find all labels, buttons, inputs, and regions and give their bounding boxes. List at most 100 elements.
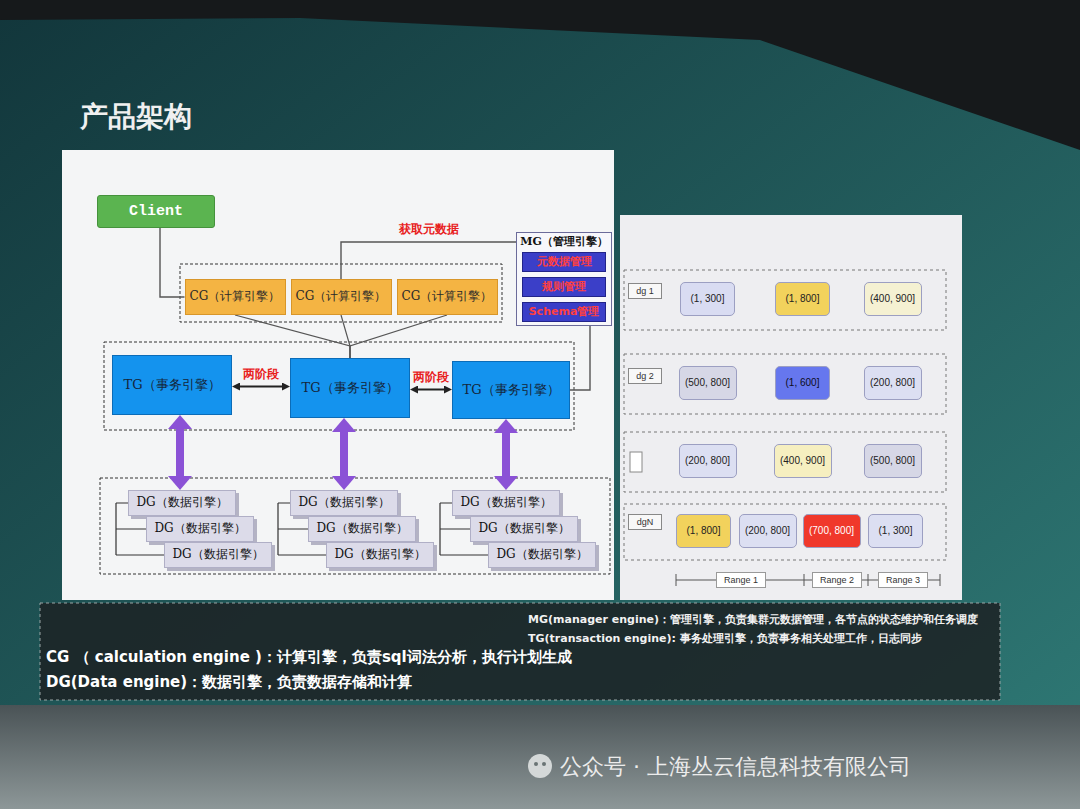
node-text: dg 1 — [636, 286, 654, 296]
edge-label: 获取元数据 — [398, 221, 460, 238]
node-text: (1, 300] — [879, 525, 913, 537]
range-row — [624, 432, 946, 492]
data-engine-box: DG（数据引擎） — [164, 542, 272, 568]
client-box: Client — [97, 195, 215, 228]
node-text: dg 2 — [636, 371, 654, 381]
transaction-engine-box: TG（事务引擎） — [290, 358, 410, 418]
right-panel — [620, 215, 962, 600]
node-text: TG（事务引擎） — [462, 383, 559, 398]
connector — [340, 432, 348, 476]
range-tag: Range 3 — [878, 572, 928, 588]
connector — [350, 315, 447, 358]
manager-module-box: 规则管理 — [522, 277, 606, 297]
range-box: (1, 300] — [680, 282, 735, 316]
dg-group — [100, 478, 610, 574]
node-text: DG（数据引擎） — [298, 496, 389, 510]
wechat-icon-eye — [534, 762, 538, 766]
data-engine-box: DG（数据引擎） — [146, 516, 254, 542]
range-box: (1, 800] — [775, 282, 830, 316]
range-box: (1, 800] — [676, 514, 731, 548]
range-box: (200, 800] — [864, 366, 922, 400]
connector — [160, 228, 185, 297]
slide-title: 产品架构 — [80, 98, 192, 136]
left-panel — [62, 150, 614, 600]
range-box: (400, 900] — [774, 444, 832, 478]
data-engine-box: DG（数据引擎） — [290, 490, 398, 516]
node-text: (400, 900] — [780, 455, 825, 467]
data-engine-box: DG（数据引擎） — [128, 490, 236, 516]
node-text: DG（数据引擎） — [334, 548, 425, 562]
range-row — [624, 354, 946, 414]
wechat-icon-eye — [542, 762, 546, 766]
connector — [418, 389, 444, 391]
connector — [235, 315, 350, 358]
connector — [570, 326, 590, 390]
legend-band — [40, 603, 1000, 700]
range-box: (1, 600] — [775, 366, 830, 400]
group-tag: dg 2 — [628, 368, 662, 384]
node-text: CG（计算引擎） — [402, 290, 493, 304]
data-engine-box: DG（数据引擎） — [470, 516, 578, 542]
range-row — [624, 270, 946, 330]
node-text: (500, 800] — [685, 377, 730, 389]
node-text: (200, 800] — [745, 525, 790, 537]
node-text: DG（数据引擎） — [316, 522, 407, 536]
node-text: (1, 300] — [691, 293, 725, 305]
range-row — [624, 504, 946, 560]
range-box: (200, 800] — [739, 514, 797, 548]
node-text: (400, 900] — [870, 293, 915, 305]
legend-note: CG （ calculation engine )：计算引擎，负责sql词法分析… — [46, 648, 572, 667]
range-box: (700, 800] — [803, 514, 861, 548]
connector — [341, 315, 350, 358]
node-text: MG（管理引擎） — [520, 236, 608, 249]
connector — [502, 433, 510, 476]
tg-group — [104, 342, 574, 430]
node-text: DG（数据引擎） — [154, 522, 245, 536]
empty-row-tag — [630, 452, 642, 472]
range-box: (500, 800] — [679, 366, 737, 400]
legend-note: DG(Data engine)：数据引擎，负责数据存储和计算 — [46, 673, 412, 692]
node-text: TG（事务引擎） — [301, 381, 398, 396]
connector — [176, 429, 184, 476]
legend-note: MG(manager engine)：管理引擎，负责集群元数据管理，各节点的状态… — [528, 612, 978, 627]
ceiling — [0, 0, 1080, 150]
node-text: 规则管理 — [542, 281, 586, 294]
calc-engine-box: CG（计算引擎） — [291, 279, 392, 315]
node-text: 元数据管理 — [537, 256, 592, 269]
range-box: (200, 800] — [679, 444, 737, 478]
data-engine-box: DG（数据引擎） — [308, 516, 416, 542]
node-text: dgN — [637, 517, 654, 527]
node-text: DG（数据引擎） — [460, 496, 551, 510]
node-text: DG（数据引擎） — [172, 548, 263, 562]
node-text: DG（数据引擎） — [136, 496, 227, 510]
range-tag: Range 1 — [716, 572, 766, 588]
watermark: 公众号 · 上海丛云信息科技有限公司 — [560, 752, 911, 782]
manager-module-box: 元数据管理 — [522, 252, 606, 272]
range-box: (1, 300] — [868, 514, 923, 548]
wechat-icon — [528, 754, 552, 778]
connector — [240, 386, 282, 388]
manager-module-box: Schema管理 — [522, 302, 606, 322]
range-box: (400, 900] — [864, 282, 922, 316]
edge-label: 两阶段 — [412, 369, 450, 386]
node-text: (200, 800] — [870, 377, 915, 389]
node-text: DG（数据引擎） — [478, 522, 569, 536]
range-tag: Range 2 — [812, 572, 862, 588]
calc-engine-box: CG（计算引擎） — [397, 279, 498, 315]
node-text: (200, 800] — [685, 455, 730, 467]
node-text: (1, 800] — [687, 525, 721, 537]
group-tag: dg 1 — [628, 283, 662, 299]
node-text: TG（事务引擎） — [123, 378, 220, 393]
node-text: (500, 800] — [870, 455, 915, 467]
legend-note: TG(transaction engine): 事务处理引擎，负责事务相关处理工… — [528, 631, 922, 646]
transaction-engine-box: TG（事务引擎） — [112, 355, 232, 415]
transaction-engine-box: TG（事务引擎） — [452, 361, 570, 419]
range-box: (500, 800] — [864, 444, 922, 478]
node-text: Schema管理 — [529, 306, 600, 319]
node-text: (1, 600] — [786, 377, 820, 389]
manager-engine-box: MG（管理引擎） 元数据管理规则管理 Schema管理 — [516, 232, 612, 326]
node-text: CG（计算引擎） — [190, 290, 281, 304]
node-text: CG（计算引擎） — [296, 290, 387, 304]
